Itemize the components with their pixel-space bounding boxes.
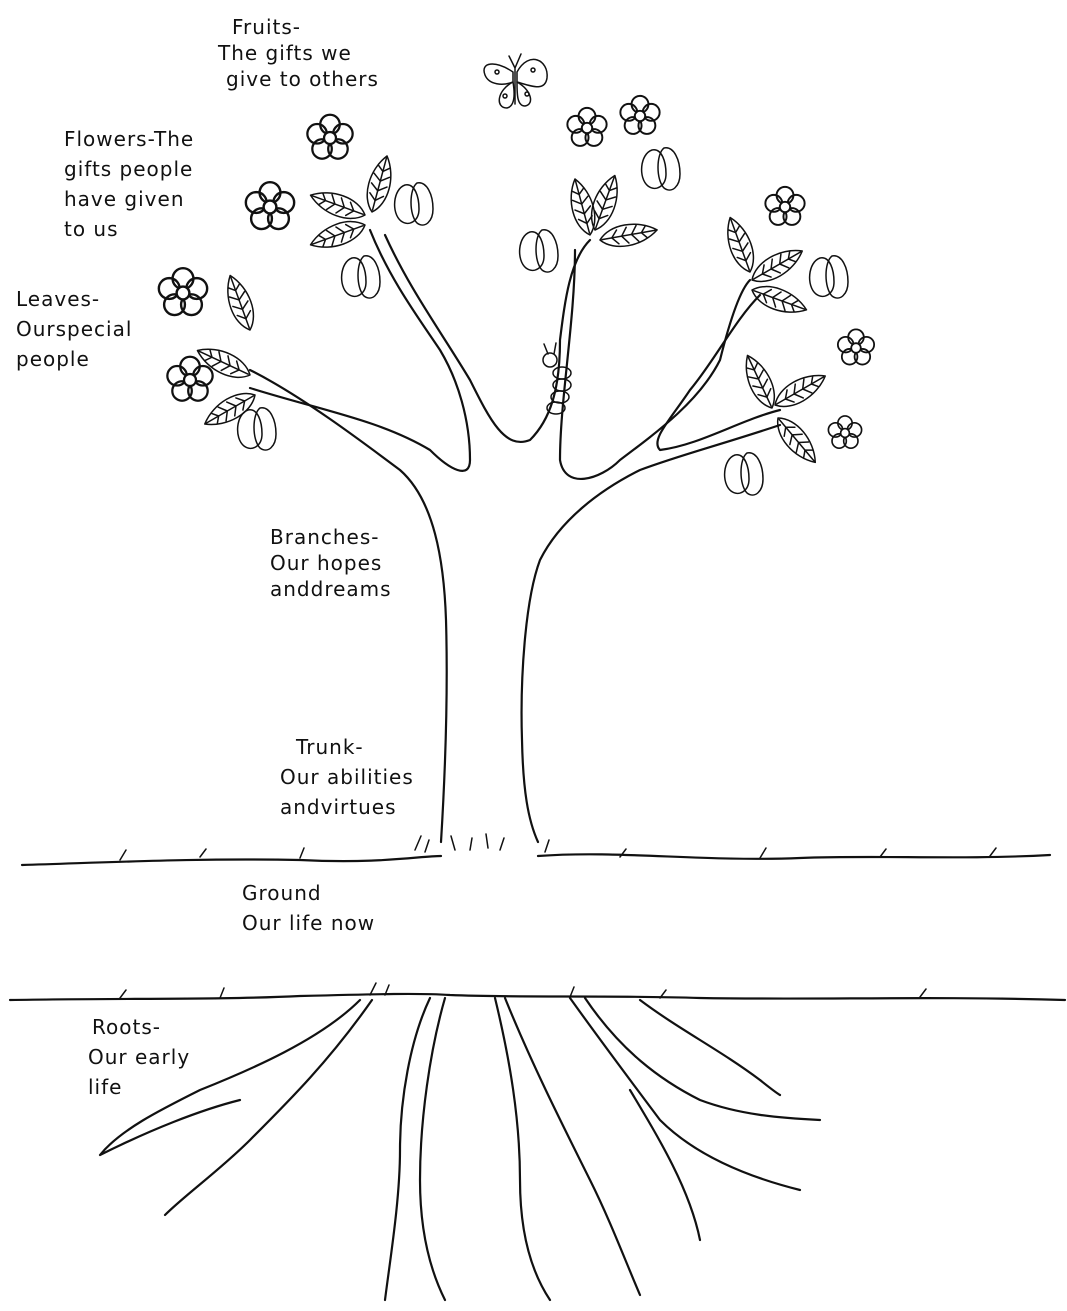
fruits [238,148,848,495]
label-branches: Branches- Our hopes anddreams [270,524,392,602]
label-roots-line-1: Our early [88,1042,190,1072]
label-fruits-line-2: give to others [218,66,379,92]
label-fruits-line-1: The gifts we [218,40,379,66]
label-flowers-line-3: to us [64,214,194,244]
label-branches-title: Branches- [270,524,392,550]
label-branches-line-1: Our hopes [270,550,392,576]
label-branches-line-2: anddreams [270,576,392,602]
root-line [10,983,1065,1000]
butterfly-icon [484,54,547,108]
label-fruits: Fruits- The gifts we give to others [218,14,379,92]
label-flowers-line-2: have given [64,184,194,214]
label-leaves-title: Leaves- [16,284,132,314]
label-trunk: Trunk- Our abilities andvirtues [280,732,414,822]
roots [100,998,820,1300]
label-flowers-line-1: gifts people [64,154,194,184]
label-ground-line-1: Our life now [242,908,375,938]
caterpillar-icon [543,343,571,414]
label-leaves: Leaves- Ourspecial people [16,284,132,374]
label-trunk-line-2: andvirtues [280,792,414,822]
label-roots-line-2: life [88,1072,190,1102]
label-leaves-line-2: people [16,344,132,374]
label-ground: Ground Our life now [242,878,375,938]
label-roots-title: Roots- [88,1012,190,1042]
label-flowers: Flowers-The gifts people have given to u… [64,124,194,244]
label-trunk-title: Trunk- [280,732,414,762]
label-ground-title: Ground [242,878,375,908]
label-leaves-line-1: Ourspecial [16,314,132,344]
label-fruits-title: Fruits- [218,14,379,40]
label-roots: Roots- Our early life [88,1012,190,1102]
label-trunk-line-1: Our abilities [280,762,414,792]
label-flowers-title: Flowers-The [64,124,194,154]
